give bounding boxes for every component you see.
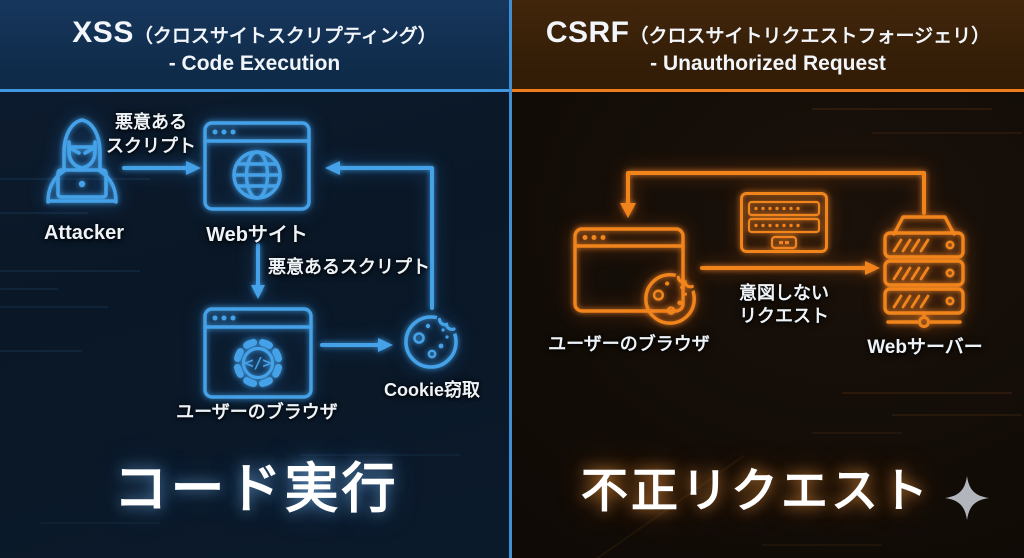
csrf-title: CSRF（クロスサイトリクエストフォージェリ） <box>546 16 990 50</box>
circuit-trace <box>762 544 882 546</box>
csrf-subtitle: - Unauthorized Request <box>650 51 886 75</box>
xss-acronym: XSS <box>72 15 134 49</box>
circuit-trace <box>812 432 902 434</box>
sparkle-icon <box>943 474 991 527</box>
code-glyph: </> <box>244 354 271 372</box>
user-browser-label: ユーザーのブラウザ <box>176 402 338 422</box>
website-browser-icon <box>202 120 312 212</box>
csrf-header: CSRF（クロスサイトリクエストフォージェリ） - Unauthorized R… <box>512 0 1024 92</box>
csrf-cookie-icon <box>642 268 700 328</box>
csrf-user-browser-icon <box>572 226 686 314</box>
csrf-panel: CSRF（クロスサイトリクエストフォージェリ） - Unauthorized R… <box>512 0 1024 558</box>
attacker-label: Attacker <box>43 222 125 244</box>
unintended-request-label: 意図しない リクエスト <box>739 283 829 326</box>
attacker-icon <box>26 108 138 220</box>
circuit-trace <box>0 350 82 352</box>
malicious-script-inline-label: 悪意あるスクリプト <box>268 257 430 277</box>
xss-diagram: Attacker 悪意ある スクリプト <box>0 92 509 558</box>
website-label: Webサイト <box>206 224 308 246</box>
csrf-title-jp: （クロスサイトリクエストフォージェリ） <box>629 25 991 47</box>
xss-header: XSS（クロスサイトスクリプティング） - Code Execution <box>0 0 509 92</box>
circuit-trace <box>0 306 108 308</box>
xss-subtitle: - Code Execution <box>168 51 341 75</box>
circuit-trace <box>892 414 1022 416</box>
csrf-acronym: CSRF <box>545 15 630 49</box>
csrf-caption: 不正リクエスト <box>581 464 931 517</box>
xss-caption: コード実行 <box>113 459 399 519</box>
circuit-trace <box>0 270 140 272</box>
user-browser-icon: </> <box>202 306 314 400</box>
web-server-icon <box>880 210 968 328</box>
csrf-diagram: ユーザーのブラウザ <box>512 92 1024 558</box>
cookie-icon <box>402 310 462 372</box>
csrf-user-browser-label: ユーザーのブラウザ <box>548 334 710 354</box>
circuit-trace <box>0 288 58 290</box>
web-server-label: Webサーバー <box>867 337 983 358</box>
circuit-trace <box>872 132 1022 134</box>
xss-title-jp: （クロスサイトスクリプティング） <box>133 25 437 47</box>
cookie-theft-label: Cookie窃取 <box>383 380 480 400</box>
circuit-trace <box>842 392 1012 394</box>
xss-title: XSS（クロスサイトスクリプティング） <box>72 16 436 50</box>
circuit-trace <box>812 108 992 110</box>
malicious-script-label: 悪意ある スクリプト <box>106 112 196 156</box>
login-form-icon <box>739 191 829 254</box>
xss-panel: XSS（クロスサイトスクリプティング） - Code Execution <box>0 0 512 558</box>
